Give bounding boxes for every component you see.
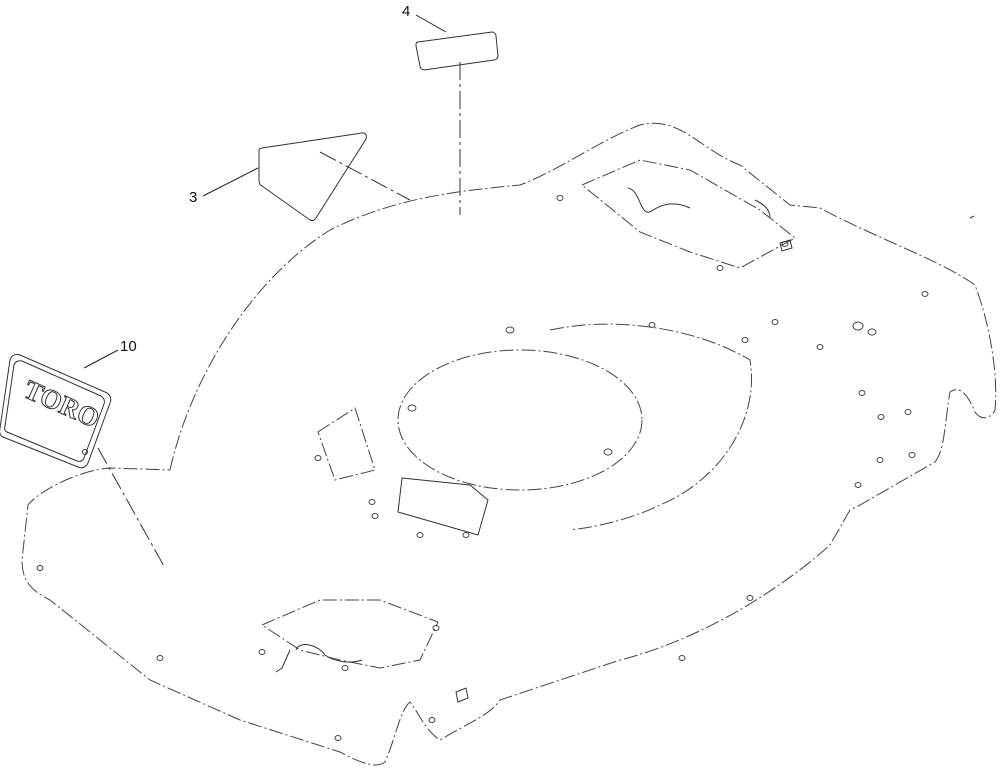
spindle-opening (397, 349, 643, 491)
toro-logo-text: TORO (20, 374, 104, 434)
decal-10-toro-logo: TORO (0, 353, 112, 469)
decal-3-warning (258, 132, 367, 222)
discharge-flap-curve-2 (754, 199, 771, 219)
decal-3-centerline (319, 151, 411, 201)
edge-mark (969, 215, 975, 219)
callout-4: 4 (402, 3, 410, 20)
rear-tab (455, 687, 469, 703)
decal-4-label (415, 31, 499, 71)
callout-10-leader (83, 349, 119, 369)
discharge-opening (581, 159, 796, 269)
mounting-holes (36, 195, 929, 741)
rear-opening (260, 599, 439, 669)
deck-housing-outline (21, 122, 997, 766)
baffle-arc (549, 323, 752, 531)
discharge-flap-curve (627, 187, 691, 213)
callout-3-leader (202, 167, 259, 197)
registered-mark-icon (82, 449, 88, 455)
rear-flap-tab (275, 649, 291, 673)
callout-4-leader (415, 14, 447, 33)
rear-flap-curve (295, 644, 363, 663)
deck-slot-center (397, 477, 489, 536)
callout-10: 10 (120, 338, 137, 355)
deck-slot-left (317, 407, 376, 481)
decal-10-centerline (97, 447, 166, 569)
callout-3: 3 (189, 189, 197, 206)
side-tab (779, 239, 793, 252)
